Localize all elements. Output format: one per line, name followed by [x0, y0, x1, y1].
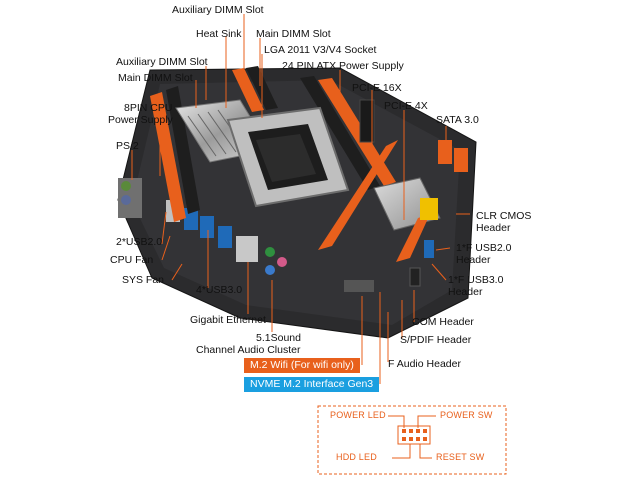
label-spdif: S/PDIF Header	[400, 334, 471, 346]
label-sound-1: 5.1Sound	[256, 332, 301, 344]
label-f-usb2-2: Header	[456, 254, 490, 266]
label-aux-dimm-left: Auxiliary DIMM Slot	[116, 56, 208, 68]
label-f-usb2-1: 1*F USB2.0	[456, 242, 511, 254]
label-clr-cmos-2: Header	[476, 222, 510, 234]
label-cpu-fan: CPU Fan	[110, 254, 153, 266]
label-cpu-power-2: Power Supply	[108, 114, 173, 126]
label-sata: SATA 3.0	[436, 114, 479, 126]
label-main-dimm-top: Main DIMM Slot	[256, 28, 331, 40]
label-sound-2: Channel Audio Cluster	[196, 344, 300, 356]
label-atx-power: 24 PIN ATX Power Supply	[282, 60, 404, 72]
label-main-dimm-left: Main DIMM Slot	[118, 72, 193, 84]
m2-slot	[344, 280, 374, 292]
label-f-usb3-2: Header	[448, 286, 482, 298]
front-usb2-header	[410, 268, 420, 286]
label-gigabit: Gigabit Ethernet	[190, 314, 266, 326]
label-aux-dimm-top: Auxiliary DIMM Slot	[172, 4, 264, 16]
label-clr-cmos-1: CLR CMOS	[476, 210, 531, 222]
label-pcie16: PCI-E 16X	[352, 82, 402, 94]
label-ps2: PS/2	[116, 140, 139, 152]
tag-nvme: NVME M.2 Interface Gen3	[244, 377, 379, 392]
label-heat-sink: Heat Sink	[196, 28, 242, 40]
label-sys-fan: SYS Fan	[122, 274, 164, 286]
panel-label-power-led: POWER LED	[330, 410, 386, 420]
battery	[420, 198, 438, 220]
label-cpu-power-1: 8PIN CPU	[124, 102, 172, 114]
front-usb3-header	[424, 240, 434, 258]
panel-label-reset-sw: RESET SW	[436, 452, 484, 462]
label-com: COM Header	[412, 316, 474, 328]
label-usb3-rear: 4*USB3.0	[196, 284, 242, 296]
label-f-audio: F Audio Header	[388, 358, 461, 370]
label-pcie4: PCI-E 4X	[384, 100, 428, 112]
label-usb2-rear: 2*USB2.0	[116, 236, 162, 248]
panel-label-power-sw: POWER SW	[440, 410, 493, 420]
tag-m2-wifi: M.2 Wifi (For wifi only)	[244, 358, 360, 373]
panel-label-hdd-led: HDD LED	[336, 452, 377, 462]
label-f-usb3-1: 1*F USB3.0	[448, 274, 503, 286]
label-lga-socket: LGA 2011 V3/V4 Socket	[264, 44, 376, 56]
